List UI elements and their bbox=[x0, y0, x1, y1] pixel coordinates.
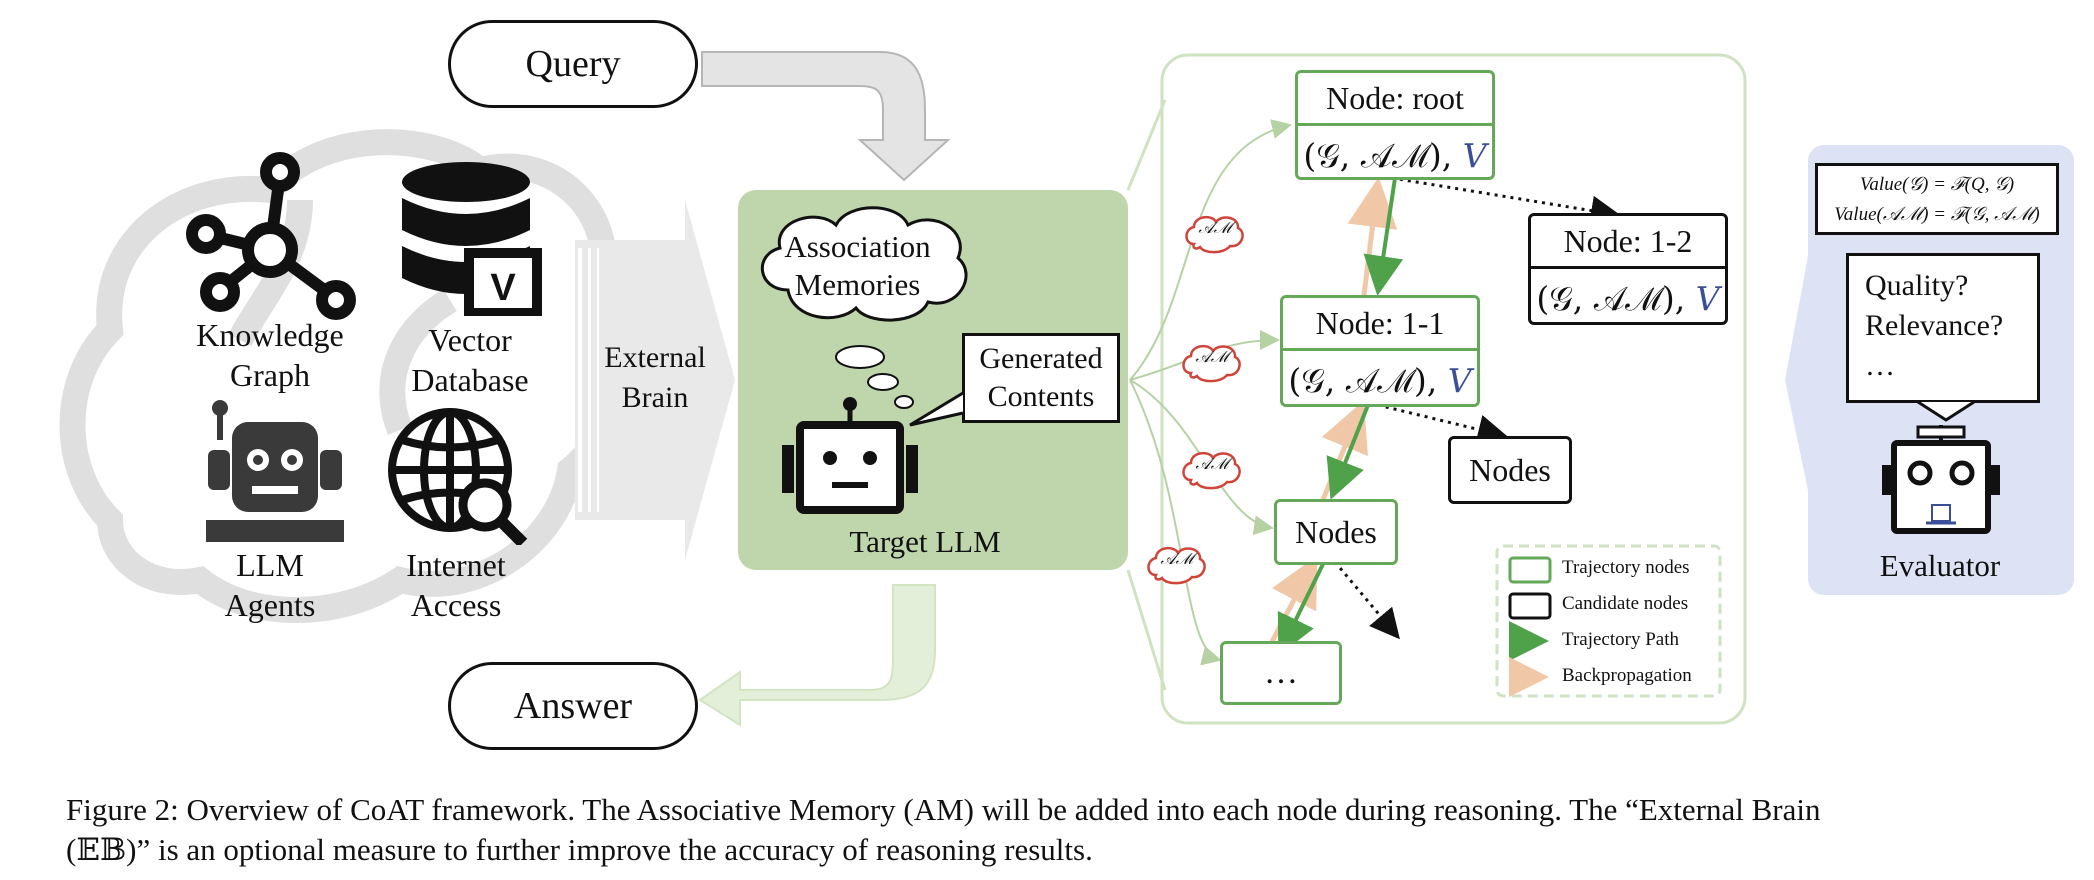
legend-box bbox=[1495, 544, 1722, 698]
value-formula-box: Value(𝒢) = ℱ(Q, 𝒢) Value(𝒜ℳ) = ℱ(𝒢, 𝒜ℳ) bbox=[1815, 163, 2059, 235]
query-label: Query bbox=[525, 43, 621, 85]
thought-bubbles bbox=[835, 345, 914, 409]
answer-pill: Answer bbox=[448, 662, 698, 750]
value-formula-am: Value(𝒜ℳ) = ℱ(𝒢, 𝒜ℳ) bbox=[1834, 204, 2040, 225]
candidate-arrows bbox=[1333, 176, 1621, 640]
external-brain-label: External Brain bbox=[604, 341, 706, 414]
node-1-1: Node: 1-1 (𝒢, 𝒜ℳ), V bbox=[1280, 295, 1480, 407]
ellipsis-node: … bbox=[1220, 641, 1342, 705]
legend-trajectory-nodes: Trajectory nodes bbox=[1562, 557, 1690, 578]
candidate-nodes-label: Nodes bbox=[1469, 451, 1551, 488]
node-root-v: V bbox=[1462, 136, 1487, 175]
globe-search-icon bbox=[388, 408, 528, 545]
am-tag: 𝒜ℳ bbox=[1181, 450, 1243, 495]
node-1-2: Node: 1-2 (𝒢, 𝒜ℳ), V bbox=[1528, 213, 1728, 325]
am-tag: 𝒜ℳ bbox=[1181, 343, 1243, 388]
caption-line-1: Figure 2: Overview of CoAT framework. Th… bbox=[66, 792, 1821, 827]
trajectory-nodes-box: Nodes bbox=[1274, 499, 1398, 565]
node-root-title: Node: root bbox=[1298, 73, 1492, 126]
evaluator-arrow bbox=[1785, 245, 1810, 500]
legend-candidate-nodes: Candidate nodes bbox=[1562, 593, 1689, 614]
node-root: Node: root (𝒢, 𝒜ℳ), V bbox=[1295, 70, 1495, 180]
speech-box: Generated Contents bbox=[962, 333, 1120, 423]
trajectory-arrows bbox=[1277, 177, 1404, 656]
query-pill: Query bbox=[448, 20, 698, 108]
am-tag-label: 𝒜ℳ bbox=[1160, 551, 1194, 568]
am-tag-label: 𝒜ℳ bbox=[1195, 456, 1229, 473]
evaluator-robot-icon bbox=[1882, 425, 2000, 534]
node-1-2-value: (𝒢, 𝒜ℳ), bbox=[1536, 279, 1696, 318]
am-tag: 𝒜ℳ bbox=[1184, 214, 1246, 259]
evaluator-questions: Quality? Relevance? … bbox=[1865, 269, 2004, 382]
vector-database-label: Vector Database bbox=[411, 322, 529, 398]
node-1-1-value: (𝒢, 𝒜ℳ), bbox=[1288, 361, 1448, 400]
evaluator-speech-box: Quality? Relevance? … bbox=[1846, 253, 2040, 403]
target-llm-label: Target LLM bbox=[849, 524, 1001, 559]
internet-access-label: Internet Access bbox=[406, 547, 506, 623]
thought-cloud bbox=[761, 206, 968, 322]
answer-label: Answer bbox=[513, 685, 633, 727]
legend-backpropagation: Backpropagation bbox=[1562, 665, 1692, 686]
answer-arrow bbox=[698, 584, 936, 727]
evaluator-label: Evaluator bbox=[1879, 548, 2001, 583]
robot-icon bbox=[206, 400, 344, 542]
association-memories-label: Association Memories bbox=[784, 229, 931, 302]
value-formula-graph: Value(𝒢) = ℱ(Q, 𝒢) bbox=[1859, 174, 2015, 195]
am-tag-label: 𝒜ℳ bbox=[1198, 220, 1232, 237]
tree-panel bbox=[1160, 53, 1747, 725]
am-tag-label: 𝒜ℳ bbox=[1195, 349, 1229, 366]
am-tag: 𝒜ℳ bbox=[1146, 545, 1208, 590]
target-robot-icon bbox=[782, 397, 918, 514]
vector-database-icon: V bbox=[402, 162, 542, 316]
trajectory-nodes-label: Nodes bbox=[1295, 513, 1377, 550]
node-1-1-title: Node: 1-1 bbox=[1283, 298, 1477, 351]
node-root-value: (𝒢, 𝒜ℳ), bbox=[1303, 136, 1463, 175]
llm-agents-label: LLM Agents bbox=[224, 547, 316, 623]
query-arrow bbox=[701, 51, 951, 182]
node-1-1-v: V bbox=[1447, 361, 1472, 400]
knowledge-graph-label: Knowledge Graph bbox=[196, 317, 344, 393]
caption-line-2: (𝔼𝔹)” is an optional measure to further … bbox=[66, 832, 1093, 867]
vector-badge: V bbox=[490, 267, 516, 309]
legend-trajectory-path: Trajectory Path bbox=[1562, 629, 1679, 650]
speech-tail bbox=[909, 391, 964, 427]
ellipsis-label: … bbox=[1264, 654, 1298, 691]
node-1-2-title: Node: 1-2 bbox=[1531, 216, 1725, 269]
node-1-2-v: V bbox=[1695, 279, 1720, 318]
external-brain-arrow bbox=[575, 200, 735, 560]
generated-contents-label: Generated Contents bbox=[979, 342, 1103, 413]
candidate-nodes-box: Nodes bbox=[1448, 436, 1572, 504]
knowledge-graph-icon bbox=[186, 152, 356, 320]
evaluator-speech-tail bbox=[1917, 400, 1975, 422]
